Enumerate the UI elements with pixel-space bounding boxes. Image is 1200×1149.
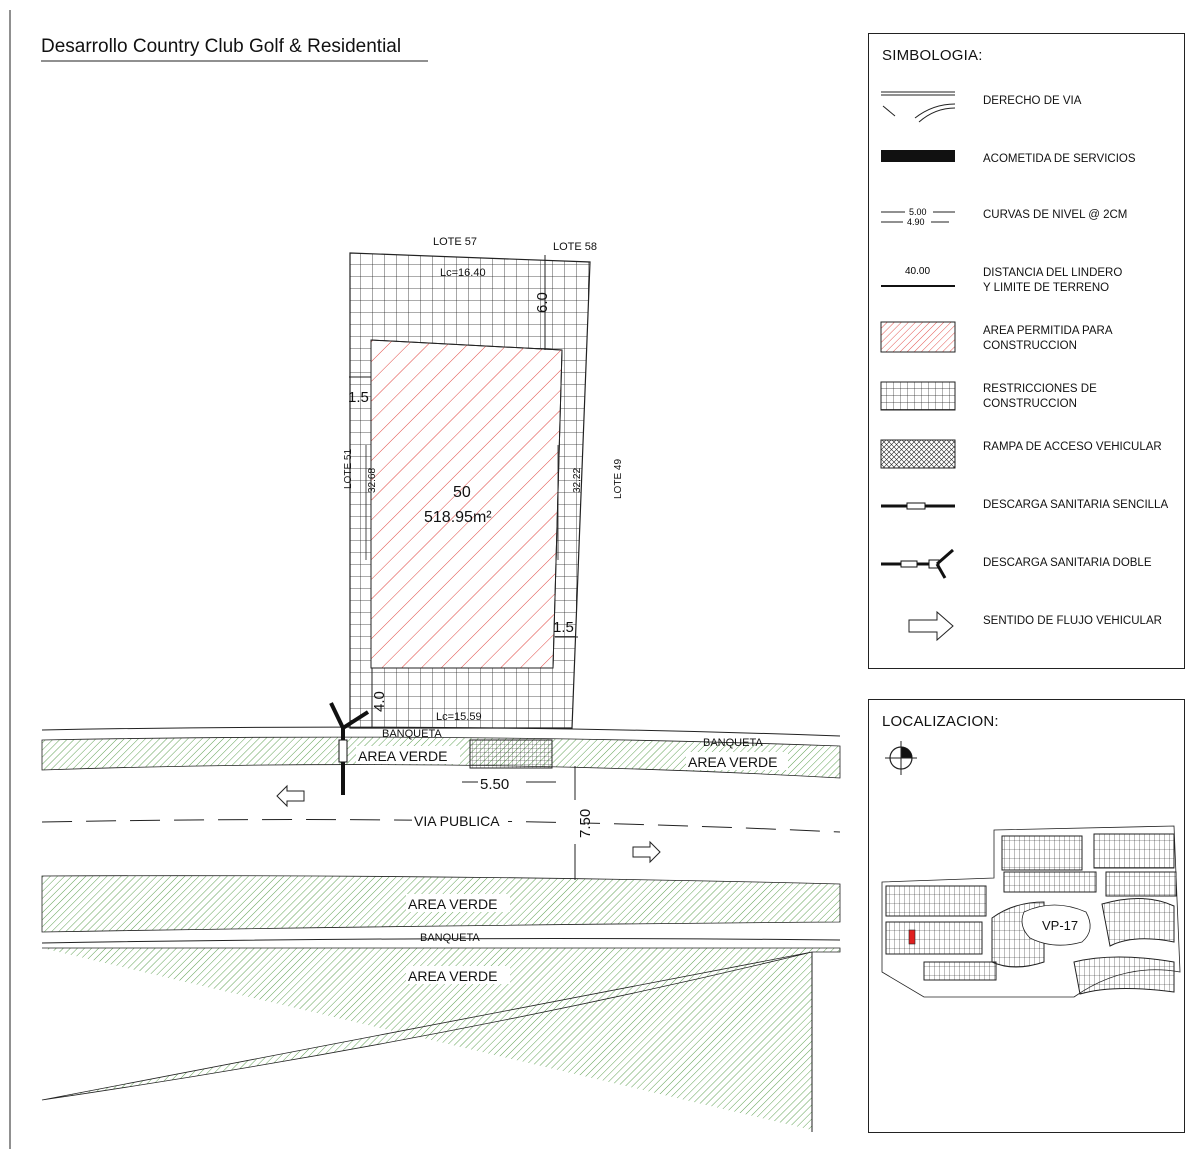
legend-row-contour-lines: 5.00 4.90 CURVAS DE NIVEL @ 2CM xyxy=(879,200,1176,240)
highlighted-lot-marker xyxy=(908,929,916,945)
neighbor-lot-right: LOTE 49 xyxy=(613,459,624,499)
legend-row-vehicle-ramp: RAMPA DE ACCESO VEHICULAR xyxy=(879,432,1176,472)
ramp-width-dimension: 5.50 xyxy=(480,776,509,793)
boundary-sample-value: 40.00 xyxy=(905,266,930,277)
chord-length-bottom: Lc=15.59 xyxy=(436,711,482,723)
boundary-distance-icon: 40.00 xyxy=(881,266,955,287)
neighbor-lot-left: LOTE 51 xyxy=(343,449,354,489)
legend-row-boundary-distance: 40.00 DISTANCIA DEL LINDERO Y LIMITE DE … xyxy=(879,258,1176,298)
vehicle-ramp xyxy=(469,739,553,769)
chord-length-top: Lc=16.40 xyxy=(440,267,486,279)
north-arrow-icon xyxy=(885,741,917,775)
flow-arrow-left-icon xyxy=(276,784,305,808)
legend-label-utility-connection: ACOMETIDA DE SERVICIOS xyxy=(983,153,1136,165)
green-area-label-4: AREA VERDE xyxy=(408,968,497,984)
legend-label-boundary-distance: DISTANCIA DEL LINDERO Y LIMITE DE TERREN… xyxy=(983,267,1123,294)
legend-row-buildable-area: AREA PERMITIDA PARA CONSTRUCCION xyxy=(879,316,1176,356)
legend-row-double-sewer: DESCARGA SANITARIA DOBLE xyxy=(879,548,1176,588)
legend-label-single-sewer: DESCARGA SANITARIA SENCILLA xyxy=(983,499,1169,511)
location-panel: LOCALIZACION: VP-17 xyxy=(868,699,1185,1133)
green-area-label-3: AREA VERDE xyxy=(408,896,497,912)
legend-label-contour-lines: CURVAS DE NIVEL @ 2CM xyxy=(983,209,1128,221)
sidewalk-label-2: BANQUETA xyxy=(703,737,763,749)
legend-label-right-of-way: DERECHO DE VIA xyxy=(983,95,1082,107)
legend-label-vehicle-ramp: RAMPA DE ACCESO VEHICULAR xyxy=(983,441,1162,453)
contour-sample-lower: 4.90 xyxy=(907,217,925,227)
neighbor-lot-top: LOTE 57 xyxy=(433,236,477,248)
contour-sample-upper: 5.00 xyxy=(909,207,927,217)
setback-left-dimension: 1.5 xyxy=(348,389,369,406)
block-top-left xyxy=(1001,835,1083,871)
green-area-label-1: AREA VERDE xyxy=(358,748,447,764)
legend-row-traffic-flow: SENTIDO DE FLUJO VEHICULAR xyxy=(879,606,1176,646)
side-length-right: 32.22 xyxy=(572,468,583,493)
buildable-area-icon xyxy=(880,321,956,353)
block-top-right xyxy=(1093,833,1175,869)
construction-restriction-icon xyxy=(880,381,956,411)
traffic-flow-arrow-icon xyxy=(908,610,954,642)
legend-label-buildable-area: AREA PERMITIDA PARA CONSTRUCCION xyxy=(983,325,1113,352)
contour-lines-icon: 5.00 4.90 xyxy=(881,207,955,227)
symbology-title: SIMBOLOGIA: xyxy=(882,47,983,64)
vehicle-ramp-icon xyxy=(880,439,956,469)
block-mid-right xyxy=(1105,871,1177,897)
drawing-title: Desarrollo Country Club Golf & Residenti… xyxy=(41,36,401,57)
buildable-area xyxy=(370,339,563,669)
block-center-east xyxy=(1101,897,1175,947)
sidewalk-edge-lower xyxy=(41,938,841,944)
road-name: VIA PUBLICA xyxy=(414,813,500,829)
block-south-west xyxy=(923,961,997,981)
sidewalk-label-1: BANQUETA xyxy=(382,728,442,740)
neighbor-lot-top-right: LOTE 58 xyxy=(553,241,597,253)
legend-label-double-sewer: DESCARGA SANITARIA DOBLE xyxy=(983,557,1152,569)
legend-label-construction-restriction: RESTRICCIONES DE CONSTRUCCION xyxy=(983,383,1097,410)
double-sewer-icon xyxy=(881,548,954,579)
single-sewer-icon xyxy=(881,502,955,510)
setback-right-dimension: 1.5 xyxy=(553,619,574,636)
symbology-panel: SIMBOLOGIA: DERECHO DE VIA ACOMETIDA DE … xyxy=(868,33,1185,669)
lake-area xyxy=(1021,904,1091,946)
location-minimap: VP-17 xyxy=(881,825,1181,998)
lot-number: 50 xyxy=(453,484,471,501)
double-sewer-discharge xyxy=(329,702,370,795)
lot-area: 518.95m² xyxy=(424,509,492,526)
block-south-east xyxy=(1073,956,1175,995)
utility-connection-icon xyxy=(881,150,955,162)
legend-row-single-sewer: DESCARGA SANITARIA SENCILLA xyxy=(879,490,1176,530)
flow-arrow-right-icon xyxy=(632,840,661,864)
area-label-vp17: VP-17 xyxy=(1042,918,1078,933)
green-area-label-2: AREA VERDE xyxy=(688,754,777,770)
location-title: LOCALIZACION: xyxy=(882,713,999,730)
legend-row-construction-restriction: RESTRICCIONES DE CONSTRUCCION xyxy=(879,374,1176,414)
legend-row-right-of-way: DERECHO DE VIA xyxy=(879,86,1176,126)
road-width-dimension: 7.50 xyxy=(577,809,594,838)
block-west-upper xyxy=(885,885,987,917)
setback-back-dimension: 6.0 xyxy=(534,292,551,313)
setback-front-dimension: 4.0 xyxy=(371,691,388,712)
block-west-lower xyxy=(885,921,983,955)
legend-label-traffic-flow: SENTIDO DE FLUJO VEHICULAR xyxy=(983,615,1162,627)
block-mid-left xyxy=(1003,871,1097,893)
sidewalk-label-3: BANQUETA xyxy=(420,932,480,944)
legend-row-utility-connection: ACOMETIDA DE SERVICIOS xyxy=(879,144,1176,184)
right-of-way-icon xyxy=(881,91,956,123)
side-length-left: 32.68 xyxy=(367,468,378,493)
